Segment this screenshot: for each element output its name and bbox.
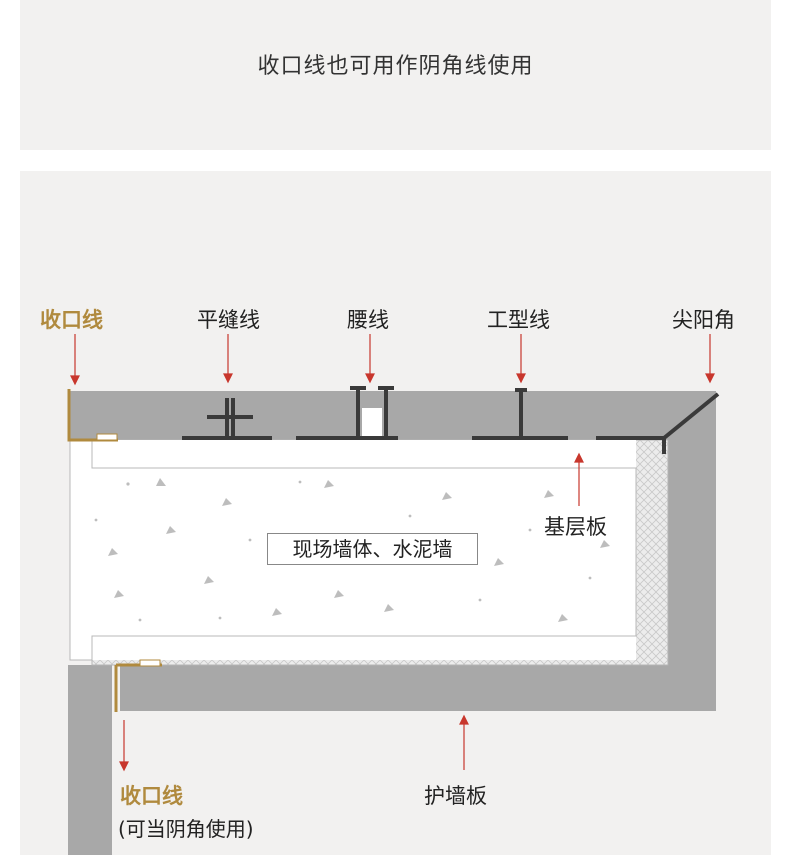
- label-base-board: 基层板: [544, 515, 607, 539]
- label-wall: 现场墙体、水泥墙: [267, 533, 478, 565]
- header-banner: 收口线也可用作阴角线使用: [20, 0, 771, 150]
- label-trim-bottom: 收口线: [120, 784, 183, 808]
- label-trim-bottom-note: (可当阴角使用): [118, 817, 254, 841]
- label-flat-seam: 平缝线: [197, 308, 260, 332]
- label-waist-line: 腰线: [347, 308, 389, 332]
- i-line-profile: [472, 388, 568, 440]
- flat-seam-profile: [182, 398, 272, 440]
- label-i-line: 工型线: [487, 308, 550, 332]
- waist-line-profile: [296, 386, 398, 440]
- down-arrow-icon: [70, 334, 80, 386]
- down-arrow-icon: [516, 334, 526, 384]
- top-right-panel: [68, 391, 716, 711]
- outer-corner-profile: [596, 392, 720, 454]
- label-outer-corner: 尖阳角: [672, 308, 735, 332]
- page-title: 收口线也可用作阴角线使用: [257, 54, 534, 79]
- label-trim-top: 收口线: [40, 308, 103, 332]
- down-arrow-icon: [119, 720, 129, 772]
- up-arrow-icon: [459, 714, 469, 770]
- label-panel: 护墙板: [424, 784, 487, 808]
- concrete-speckles: [94, 478, 610, 622]
- down-arrow-icon: [223, 334, 233, 384]
- up-arrow-icon: [574, 452, 584, 506]
- down-arrow-icon: [705, 334, 715, 384]
- left-panel: [68, 665, 112, 855]
- down-arrow-icon: [365, 334, 375, 384]
